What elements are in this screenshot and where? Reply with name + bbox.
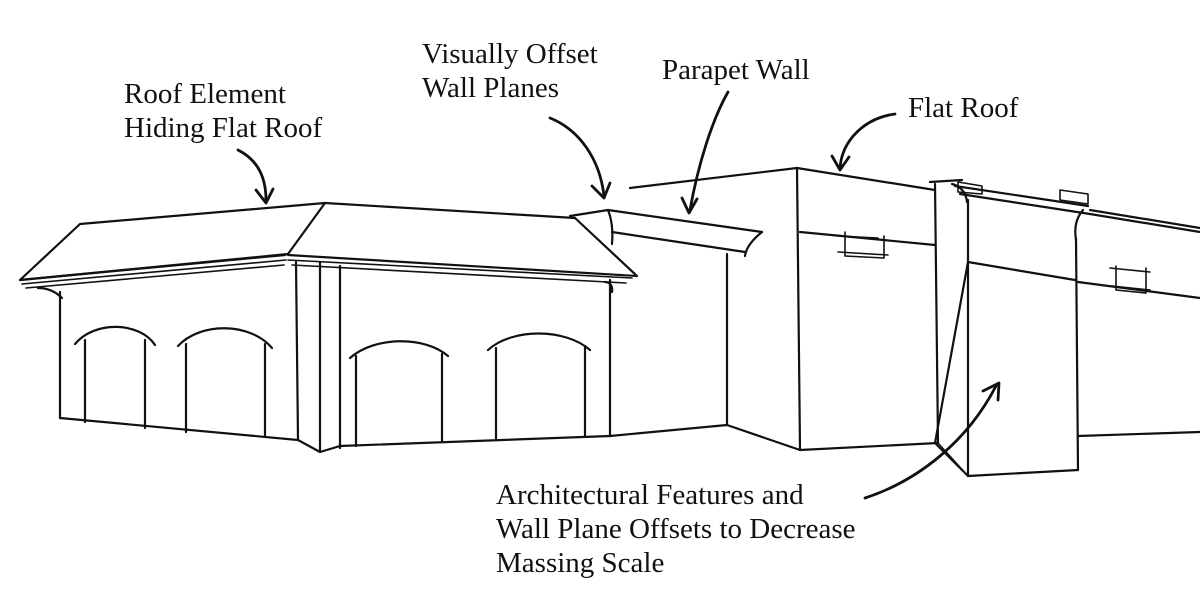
hip-roof-left: [20, 203, 325, 298]
label-features-line3: Massing Scale: [496, 546, 856, 580]
annotation-arrows: [238, 92, 999, 498]
flat-roof-mass: [630, 168, 938, 450]
arched-walls: [60, 262, 610, 452]
label-flat-roof: Flat Roof: [908, 91, 1018, 125]
arrow-features: [865, 386, 996, 498]
label-roof-element: Roof Element Hiding Flat Roof: [124, 77, 322, 145]
label-offset-planes: Visually Offset Wall Planes: [422, 37, 598, 105]
label-features-line2: Wall Plane Offsets to Decrease: [496, 512, 856, 546]
label-features-line1: Architectural Features and: [496, 478, 856, 512]
arrow-roof-element: [238, 150, 266, 200]
label-offset-planes-line1: Visually Offset: [422, 37, 598, 71]
label-roof-element-line2: Hiding Flat Roof: [124, 111, 322, 145]
ground-lines: [938, 443, 968, 476]
label-offset-planes-line2: Wall Planes: [422, 71, 598, 105]
label-parapet: Parapet Wall: [662, 53, 810, 87]
arrow-offset-planes: [550, 118, 604, 196]
tower-feature: [930, 180, 1090, 476]
far-wall: [1078, 210, 1200, 436]
arrow-parapet: [690, 92, 728, 210]
label-roof-element-line1: Roof Element: [124, 77, 322, 111]
label-features: Architectural Features and Wall Plane Of…: [496, 478, 856, 580]
